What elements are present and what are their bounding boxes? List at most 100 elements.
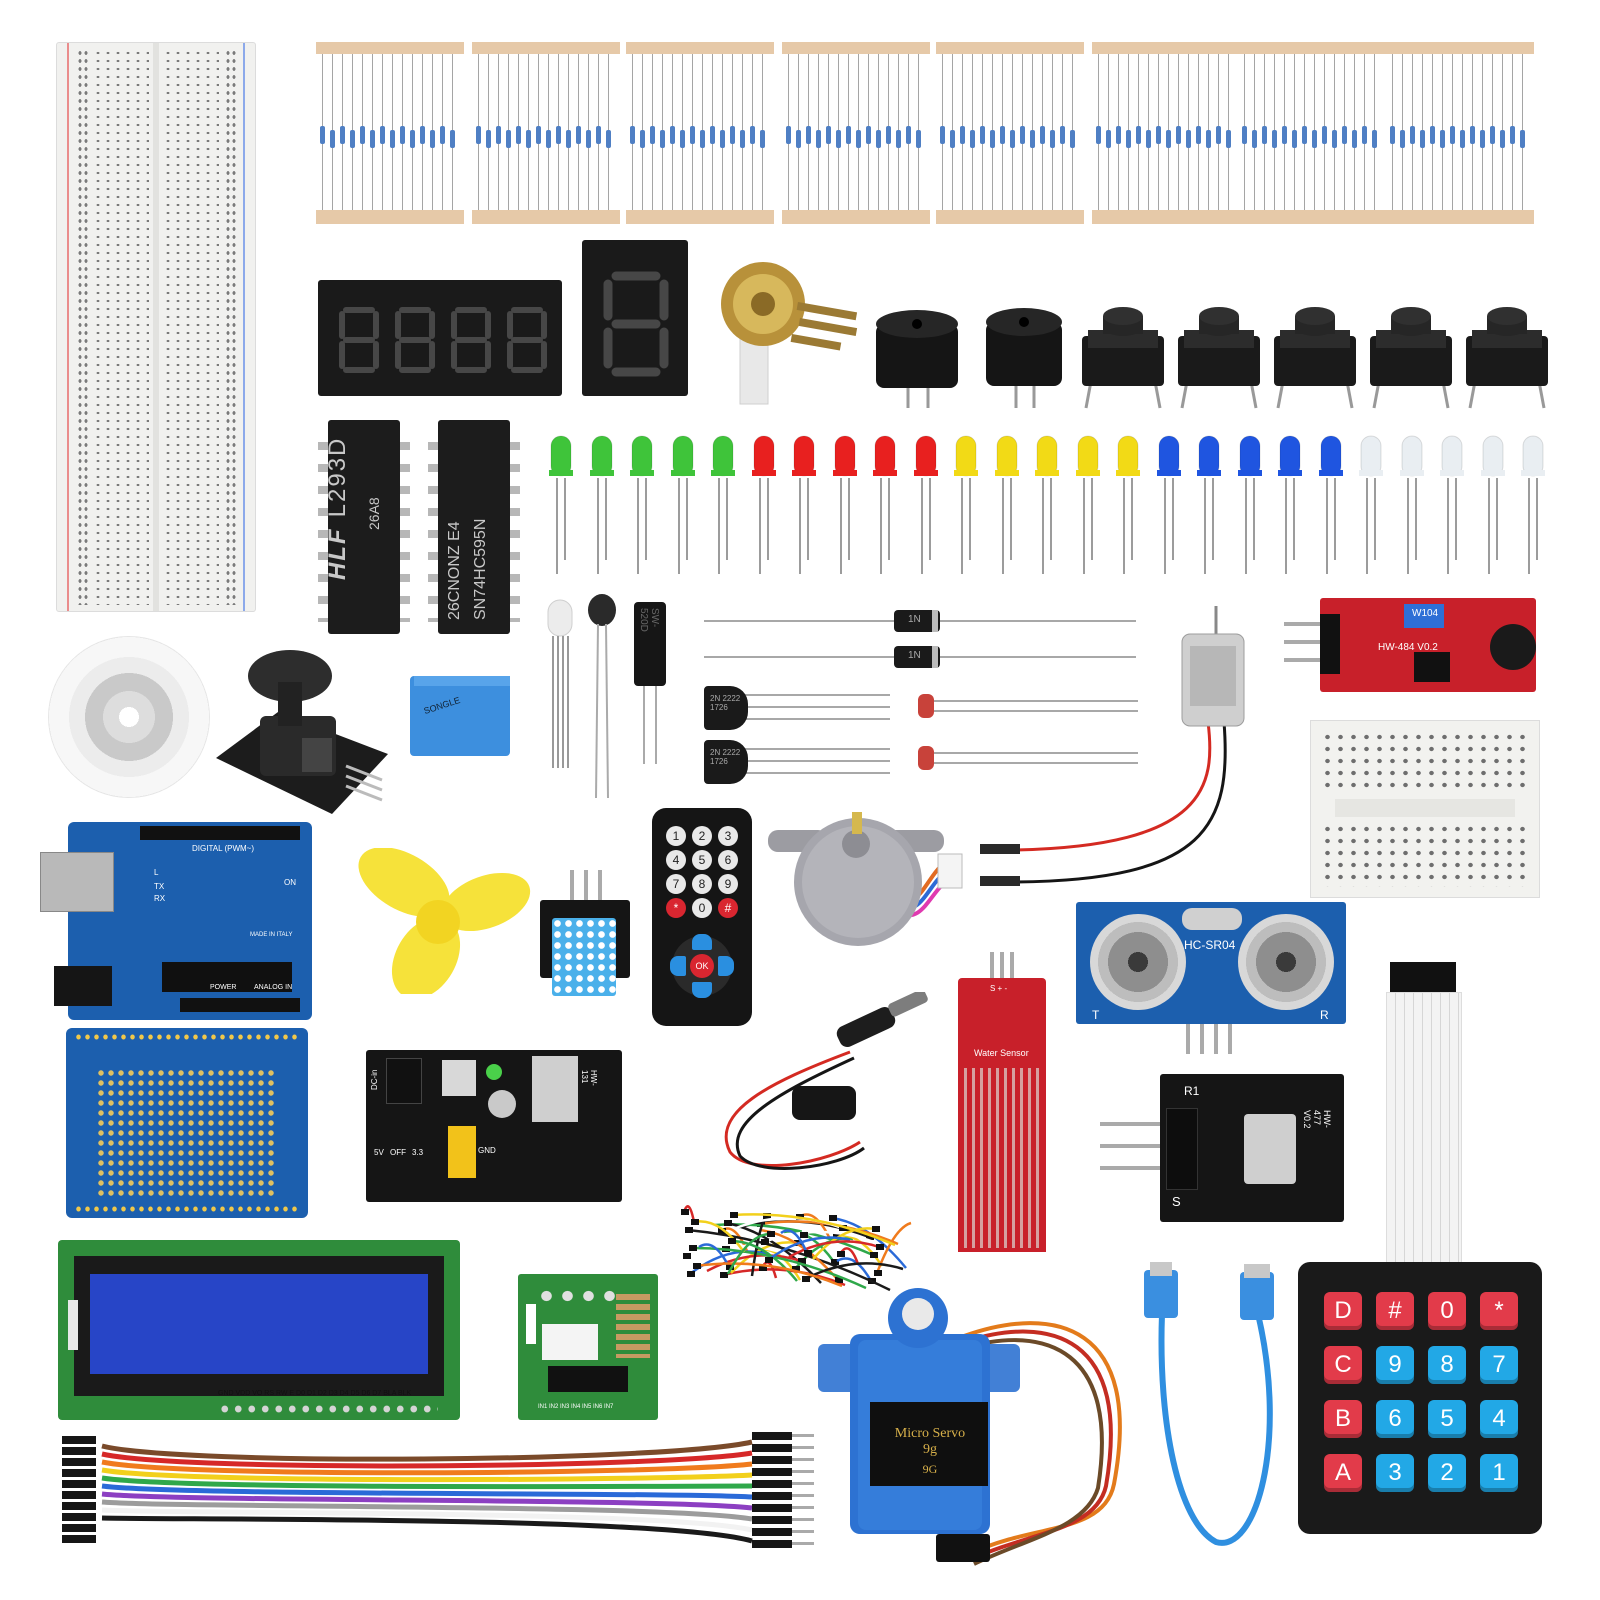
keypad-key: 2 bbox=[1428, 1454, 1466, 1492]
water-pins-label: S + - bbox=[990, 984, 1008, 993]
keypad-key: 1 bbox=[1480, 1454, 1518, 1492]
keypad-ribbon-cable bbox=[1386, 962, 1462, 1270]
remote-key: 4 bbox=[666, 850, 686, 870]
tilt-switch: SW-520D bbox=[630, 598, 670, 768]
ic1-part: L293D bbox=[324, 436, 351, 518]
diode-2-label: 1N bbox=[908, 650, 921, 661]
keypad-key: 8 bbox=[1428, 1346, 1466, 1384]
led bbox=[589, 434, 615, 576]
thermistor bbox=[584, 590, 620, 802]
led bbox=[1156, 434, 1182, 576]
led bbox=[1075, 434, 1101, 576]
resistor-strip bbox=[316, 42, 464, 226]
ir-module-label: HW-477 V0.2 bbox=[1302, 1110, 1332, 1129]
remote-key: 7 bbox=[666, 874, 686, 894]
power-5v-label: 5V bbox=[374, 1148, 384, 1157]
resistor-strip bbox=[1092, 42, 1240, 226]
led bbox=[791, 434, 817, 576]
prototype-shield bbox=[66, 1028, 308, 1218]
transistor-1-label: 2N 2222 1726 bbox=[710, 694, 741, 712]
resistor-strip bbox=[626, 42, 774, 226]
sound-pot-label: W104 bbox=[1412, 608, 1439, 619]
ic1-code: 26A8 bbox=[366, 497, 382, 530]
keypad-key: # bbox=[1376, 1292, 1414, 1330]
ir-s-label: S bbox=[1172, 1194, 1181, 1209]
keypad-key: 6 bbox=[1376, 1400, 1414, 1438]
resistor-strip bbox=[1238, 42, 1386, 226]
lcd-1602: GND VDD VO RS RW E D0 D1 D2 D3 D4 D5 D6 … bbox=[58, 1240, 460, 1420]
remote-key: 2 bbox=[692, 826, 712, 846]
power-33-label: 3.3 bbox=[412, 1148, 424, 1157]
led bbox=[994, 434, 1020, 576]
temperature-humidity-sensor bbox=[540, 870, 630, 996]
tactile-button bbox=[1272, 306, 1358, 410]
remote-key: 3 bbox=[718, 826, 738, 846]
ultrasonic-label: HC-SR04 bbox=[1184, 938, 1236, 952]
keypad-key: 3 bbox=[1376, 1454, 1414, 1492]
ic1-brand: HLF bbox=[324, 527, 351, 580]
uno-rx-label: RX bbox=[154, 894, 166, 903]
led bbox=[548, 434, 574, 576]
led bbox=[953, 434, 979, 576]
led bbox=[1115, 434, 1141, 576]
uno-l-label: L bbox=[154, 868, 159, 877]
transistor-2: 2N 2222 1726 bbox=[704, 740, 890, 784]
fan-propeller bbox=[350, 847, 534, 999]
sound-module-label: HW-484 V0.2 bbox=[1378, 642, 1438, 653]
power-gnd-label: GND bbox=[478, 1146, 496, 1155]
led bbox=[1358, 434, 1384, 576]
uno-on-label: ON bbox=[284, 878, 296, 887]
ir-receiver-module: R1 S HW-477 V0.2 bbox=[1100, 1074, 1344, 1222]
ultrasonic-r-label: R bbox=[1320, 1008, 1329, 1022]
keypad-key: C bbox=[1324, 1346, 1362, 1384]
seven-segment-digit-graphic bbox=[603, 271, 669, 377]
remote-key: 1 bbox=[666, 826, 686, 846]
resistor-strip bbox=[472, 42, 620, 226]
sound-sensor-module: W104 HW-484 V0.2 bbox=[1284, 598, 1538, 692]
remote-key: # bbox=[718, 898, 738, 918]
dc-motor bbox=[976, 606, 1266, 896]
led bbox=[913, 434, 939, 576]
keypad-key: A bbox=[1324, 1454, 1362, 1492]
led bbox=[1439, 434, 1465, 576]
diode-1-label: 1N bbox=[908, 614, 921, 625]
joystick-module bbox=[212, 646, 394, 816]
led bbox=[1196, 434, 1222, 576]
power-off-label: OFF bbox=[390, 1148, 406, 1157]
tactile-button bbox=[1368, 306, 1454, 410]
potentiometer bbox=[708, 262, 868, 412]
battery-connector-9v bbox=[710, 989, 940, 1182]
seven-segment-digits-graphic bbox=[339, 307, 547, 373]
remote-key: 9 bbox=[718, 874, 738, 894]
water-sensor-label: Water Sensor bbox=[974, 1048, 1029, 1058]
photoresistor-2 bbox=[918, 746, 1138, 770]
breadboard-large bbox=[56, 42, 256, 612]
micro-servo: Micro Servo 9g 9G bbox=[814, 1284, 1154, 1568]
tactile-button bbox=[1464, 306, 1550, 410]
seven-segment-4-digit bbox=[318, 280, 562, 396]
transistor-1: 2N 2222 1726 bbox=[704, 686, 890, 730]
stepper-driver-in-label: IN1 IN2 IN3 IN4 IN5 IN6 IN7 bbox=[538, 1404, 614, 1410]
resistor-strip bbox=[1386, 42, 1534, 226]
led bbox=[1237, 434, 1263, 576]
resistor-strip bbox=[936, 42, 1084, 226]
servo-label-line1: Micro Servo bbox=[894, 1426, 966, 1441]
led bbox=[1520, 434, 1546, 576]
uno-analog-label: ANALOG IN bbox=[254, 984, 293, 991]
remote-key: 0 bbox=[692, 898, 712, 918]
breadboard-mini bbox=[1310, 720, 1540, 898]
uno-power-label: POWER bbox=[210, 984, 237, 991]
servo-label-line3: 9G bbox=[922, 1462, 938, 1476]
water-level-sensor: Water Sensor S + - bbox=[956, 952, 1048, 1252]
ic-74hc595: 26CNONZ E4 SN74HC595N bbox=[428, 420, 520, 634]
led bbox=[872, 434, 898, 576]
diode-2: 1N bbox=[704, 642, 1136, 672]
software-cd bbox=[48, 636, 210, 798]
usb-cable bbox=[1138, 1262, 1296, 1552]
led bbox=[670, 434, 696, 576]
remote-key: 8 bbox=[692, 874, 712, 894]
led bbox=[751, 434, 777, 576]
ir-r1-label: R1 bbox=[1184, 1084, 1200, 1098]
diode-1: 1N bbox=[704, 606, 1136, 636]
